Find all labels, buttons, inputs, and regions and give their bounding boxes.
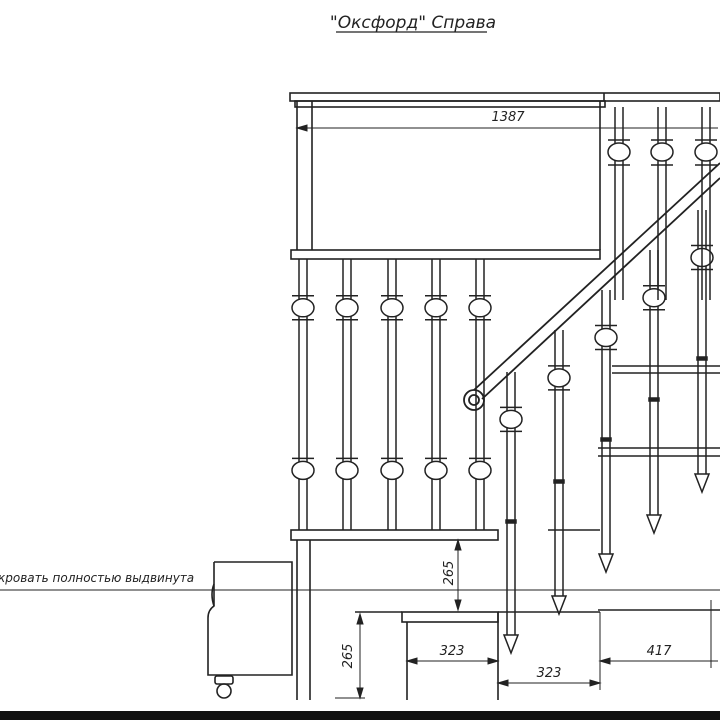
landing-balusters <box>291 259 492 530</box>
dimension-label-1387: 1387 <box>491 110 525 125</box>
stair-balusters <box>499 210 714 656</box>
back-baluster <box>650 107 674 300</box>
dimension-label-265-lower: 265 <box>341 644 356 669</box>
bottom-border <box>0 711 720 720</box>
landing-baluster <box>291 259 315 530</box>
bed-extended-note: кровать полностью выдвинута <box>0 571 194 585</box>
dimension-label-323-run: 323 <box>537 666 562 681</box>
dimension-tread-323 <box>405 657 500 665</box>
landing-frame <box>290 101 601 700</box>
back-balusters <box>607 107 718 300</box>
drawing-title: "Оксфорд" Справа <box>330 13 496 33</box>
dimension-label-323-tread: 323 <box>440 644 465 659</box>
landing-baluster <box>468 259 492 530</box>
bed-drawer <box>207 561 293 699</box>
stair-baluster <box>547 330 571 617</box>
lower-step <box>355 611 499 700</box>
dimension-label-265-upper: 265 <box>442 561 457 586</box>
back-baluster <box>694 107 718 300</box>
top-handrail <box>289 92 720 108</box>
stair-handrail <box>463 162 720 411</box>
dimension-label-417: 417 <box>647 644 673 659</box>
dimension-run-323 <box>496 612 602 690</box>
dimension-upper-265 <box>454 538 462 612</box>
dimension-lower-265 <box>335 612 365 700</box>
landing-baluster <box>335 259 359 530</box>
landing-baluster <box>424 259 448 530</box>
landing-baluster <box>380 259 404 530</box>
stair-baluster <box>642 250 666 536</box>
stair-baluster <box>594 290 618 575</box>
stair-stringer <box>498 365 720 613</box>
stair-baluster <box>499 372 523 656</box>
dimension-right-417 <box>598 600 718 668</box>
